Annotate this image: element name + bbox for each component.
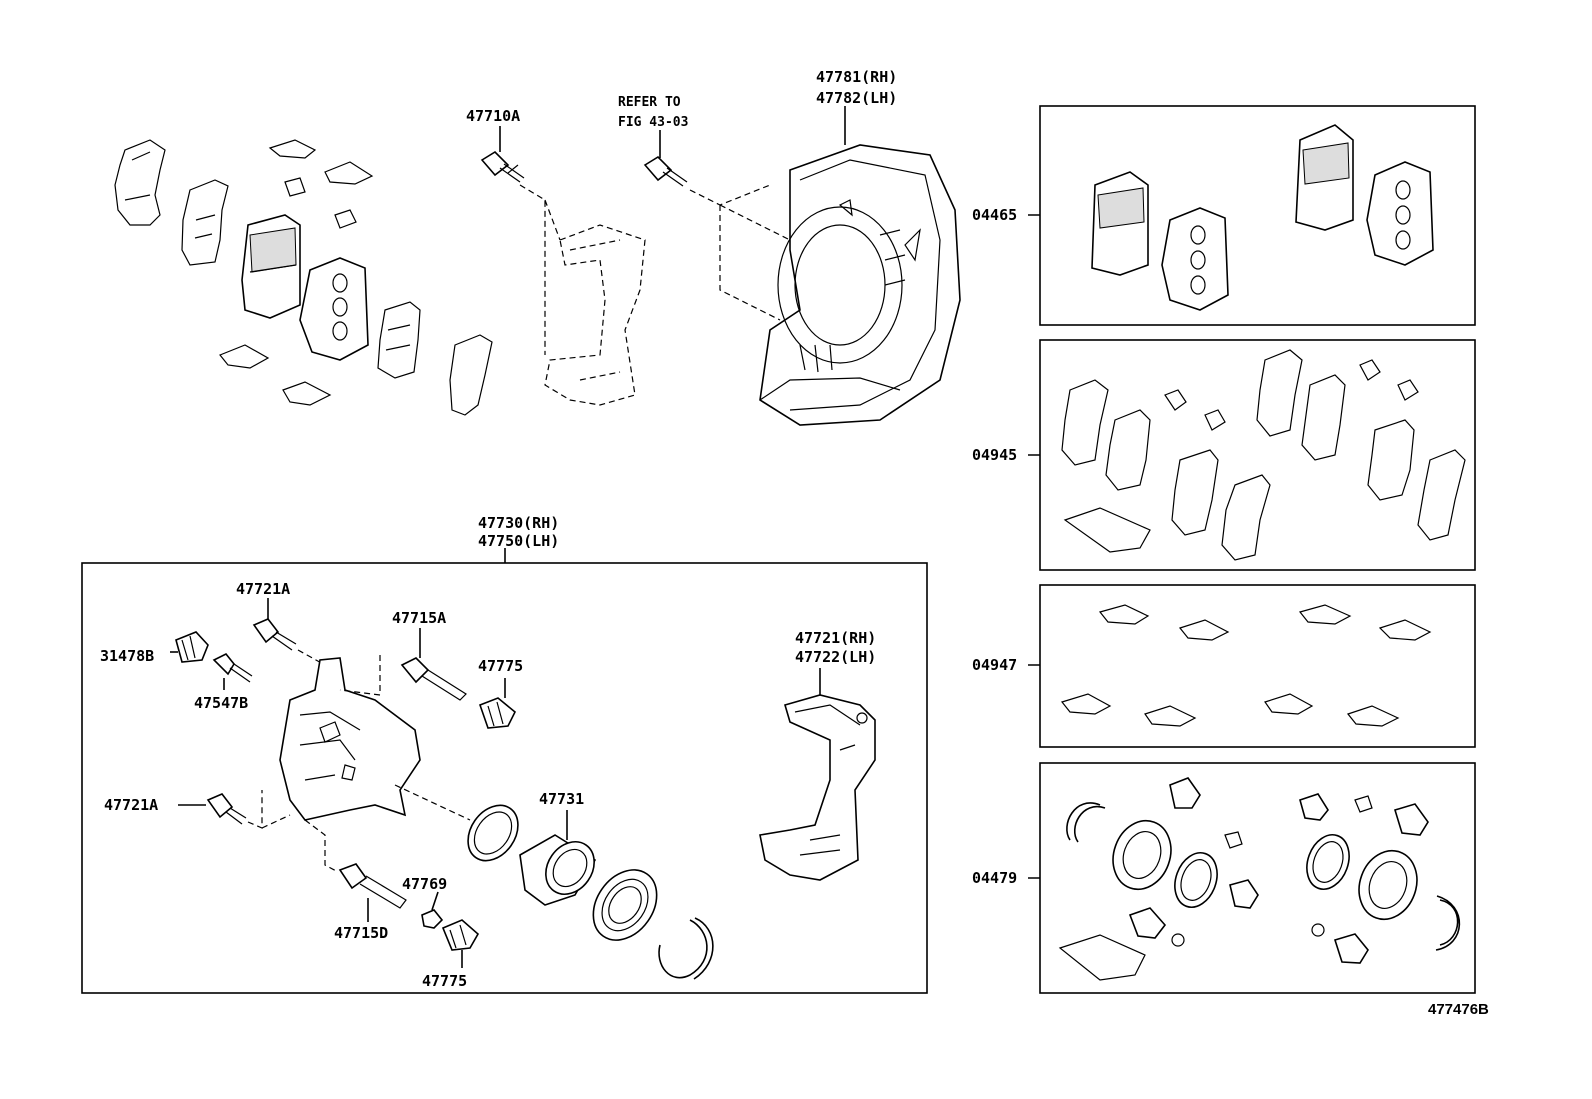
label-47731: 47731 [539, 790, 584, 808]
label-47781: 47781(RH) [816, 68, 897, 86]
bolt-47721a-mid [178, 790, 291, 829]
label-04947: 04947 [972, 656, 1017, 674]
label-04465: 04465 [972, 206, 1017, 224]
set-ring [658, 917, 714, 980]
pad-shim-cluster-top [114, 139, 493, 416]
label-47710a: 47710A [466, 107, 520, 125]
bushing-47775-top [478, 678, 517, 729]
label-refer-line2: FIG 43-03 [618, 115, 688, 130]
slide-pin-47715d [304, 819, 407, 922]
mounting-bracket-top [519, 184, 646, 406]
label-47775-bot: 47775 [422, 972, 467, 990]
caliper-assembly-box [81, 562, 928, 994]
label-04479: 04479 [972, 869, 1017, 887]
piston-47731 [519, 810, 597, 906]
piston-seal [467, 804, 519, 862]
clip-kit-04947-contents [1060, 604, 1432, 727]
bolt-47710a [480, 150, 525, 183]
pad-kit-04465-contents [1091, 124, 1434, 311]
shim-kit-04945-contents [1061, 349, 1466, 561]
cylinder-boot [592, 869, 658, 941]
label-47775-top: 47775 [478, 657, 523, 675]
label-47715d: 47715D [334, 924, 388, 942]
bleeder-plug-31478b [170, 631, 209, 663]
label-47721a-top: 47721A [236, 580, 290, 598]
label-refer-line1: REFER TO [618, 95, 681, 110]
label-04945: 04945 [972, 446, 1017, 464]
label-47722: 47722(LH) [795, 648, 876, 666]
label-47730: 47730(RH) [478, 514, 559, 532]
slide-pin-47715a [339, 628, 467, 701]
bleeder-plug-47547b [212, 652, 253, 690]
bolt-refer [643, 155, 791, 321]
kit-box-04947 [1039, 584, 1476, 748]
label-47721: 47721(RH) [795, 629, 876, 647]
label-47547b: 47547B [194, 694, 248, 712]
boot-47769 [421, 891, 444, 929]
seal-kit-04479-contents [1058, 777, 1461, 981]
label-47750: 47750(LH) [478, 532, 559, 550]
label-47715a: 47715A [392, 609, 446, 627]
bushing-47775-bot [441, 919, 480, 968]
mounting-bracket-47721 [759, 668, 876, 881]
label-47782: 47782(LH) [816, 89, 897, 107]
label-47769: 47769 [402, 875, 447, 893]
label-47721a-mid: 47721A [104, 796, 158, 814]
figure-id: 477476B [1428, 1001, 1489, 1018]
kit-leaders [1028, 214, 1040, 879]
label-31478b: 31478B [100, 647, 154, 665]
disc-brake-dust-cover [759, 144, 961, 426]
caliper-cylinder [279, 657, 471, 821]
